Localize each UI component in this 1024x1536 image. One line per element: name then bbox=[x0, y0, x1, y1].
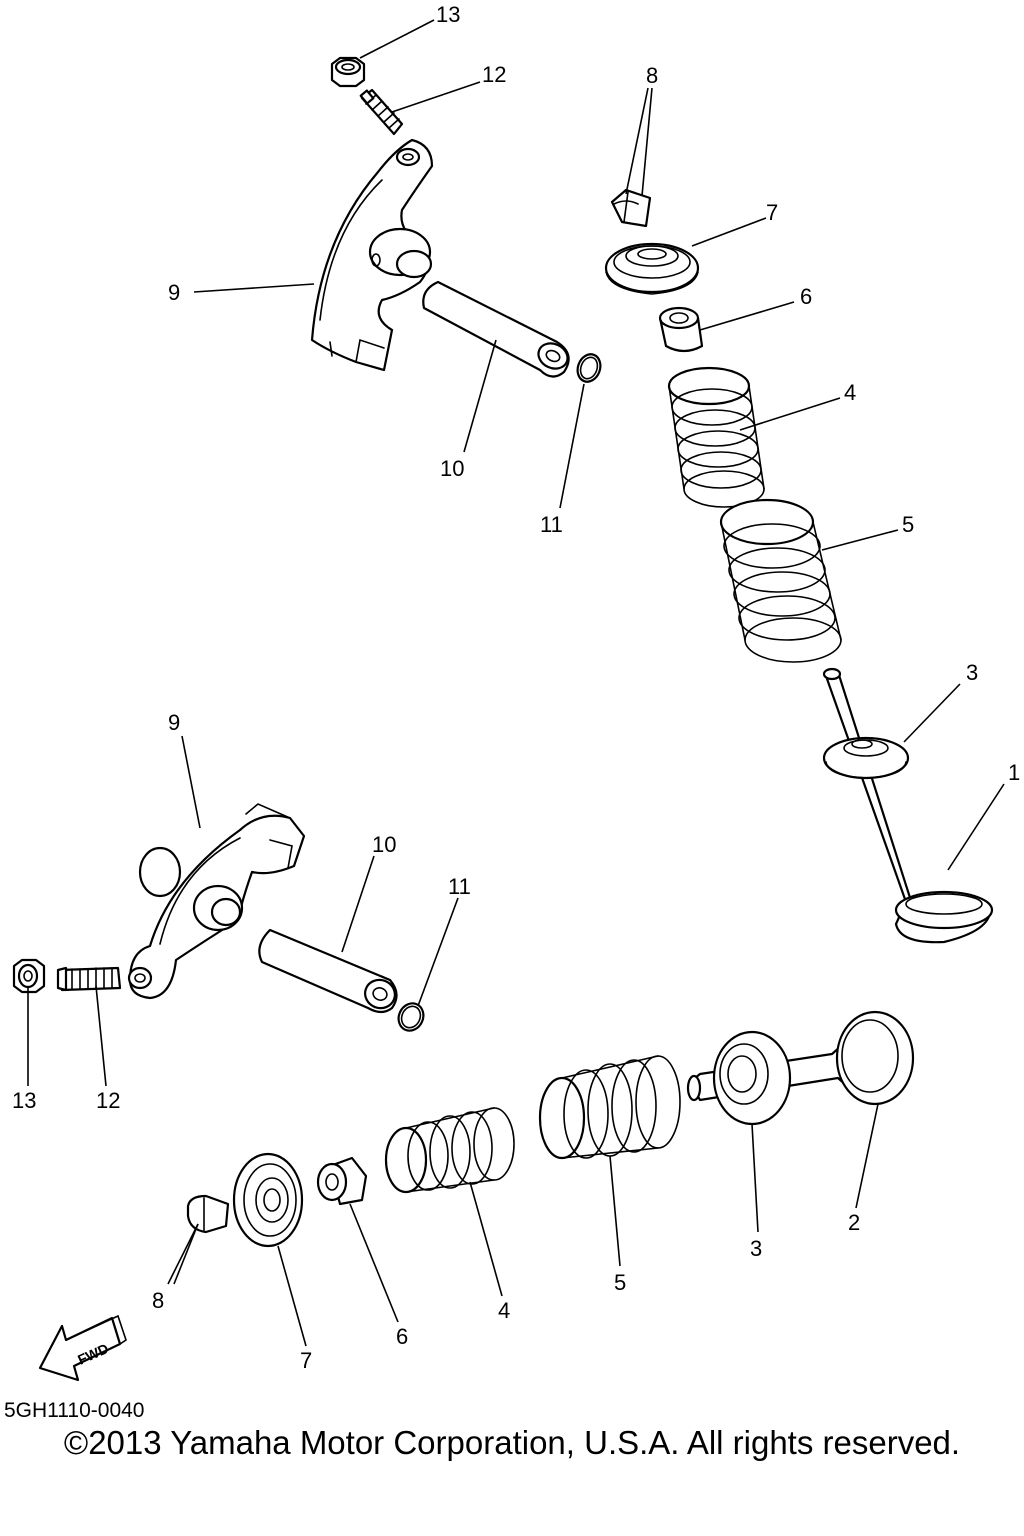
rocker-shaft-part-bottom bbox=[258, 928, 398, 1014]
callout-9-top: 9 bbox=[168, 280, 180, 305]
valve-cotter-part-top bbox=[610, 188, 652, 228]
callout-6-top: 6 bbox=[800, 284, 812, 309]
inner-spring-part-bottom bbox=[384, 1107, 515, 1194]
callout-12-top: 12 bbox=[482, 62, 506, 87]
spring-retainer-part-top bbox=[604, 242, 700, 295]
callout-2-bottom: 2 bbox=[848, 1210, 860, 1235]
fwd-arrow-icon: FWD bbox=[38, 1314, 127, 1382]
callout-8-top: 8 bbox=[646, 63, 658, 88]
callout-5-top: 5 bbox=[902, 512, 914, 537]
adjusting-screw-part-bottom bbox=[56, 966, 122, 992]
callout-4-top: 4 bbox=[844, 380, 856, 405]
callout-12-bottom: 12 bbox=[96, 1088, 120, 1113]
callout-7-bottom: 7 bbox=[300, 1348, 312, 1373]
valve-stem-seal-part-bottom bbox=[316, 1156, 368, 1206]
valve-cotter-part-bottom bbox=[186, 1194, 230, 1234]
leader-lines bbox=[27, 19, 1005, 1347]
spring-seat-part-top bbox=[822, 736, 910, 780]
callout-8-bottom: 8 bbox=[152, 1288, 164, 1313]
valve-part-top bbox=[822, 667, 994, 944]
diagram-code: 5GH1110-0040 bbox=[4, 1399, 145, 1422]
callout-9-bottom: 9 bbox=[168, 710, 180, 735]
rocker-arm-part-top bbox=[310, 138, 434, 372]
callout-13-top: 13 bbox=[436, 2, 460, 27]
copyright-notice: ©2013 Yamaha Motor Corporation, U.S.A. A… bbox=[63, 1424, 961, 1461]
callout-4-bottom: 4 bbox=[498, 1298, 510, 1323]
callout-6-bottom: 6 bbox=[396, 1324, 408, 1349]
nut-part-bottom bbox=[12, 958, 46, 994]
callout-11-top: 11 bbox=[540, 512, 563, 537]
outer-spring-part-top bbox=[719, 498, 842, 663]
callout-7-top: 7 bbox=[766, 200, 778, 225]
callout-10-bottom: 10 bbox=[372, 832, 396, 857]
valve-stem-seal-part-top bbox=[658, 306, 704, 353]
callout-13-bottom: 13 bbox=[12, 1088, 36, 1113]
o-ring-part-bottom bbox=[397, 1002, 425, 1032]
callout-3-bottom: 3 bbox=[750, 1236, 762, 1261]
callout-1-top: 1 bbox=[1008, 760, 1020, 785]
spring-retainer-part-bottom bbox=[232, 1152, 304, 1248]
o-ring-part-top bbox=[576, 353, 602, 383]
callout-labels: 13 12 8 7 6 9 4 10 11 5 3 1 9 10 11 13 1… bbox=[12, 2, 1020, 1373]
callout-3-top: 3 bbox=[966, 660, 978, 685]
rocker-shaft-part-top bbox=[422, 280, 570, 378]
spring-seat-part-bottom bbox=[712, 1030, 792, 1126]
rocker-arm-part-bottom bbox=[127, 803, 306, 1000]
adjusting-screw-part-top bbox=[359, 88, 404, 136]
callout-11-bottom: 11 bbox=[448, 874, 471, 899]
callout-5-bottom: 5 bbox=[614, 1270, 626, 1295]
nut-part-top bbox=[330, 56, 366, 88]
outer-spring-part-bottom bbox=[538, 1055, 681, 1160]
callout-10-top: 10 bbox=[440, 456, 464, 481]
inner-spring-part-top bbox=[667, 366, 765, 508]
